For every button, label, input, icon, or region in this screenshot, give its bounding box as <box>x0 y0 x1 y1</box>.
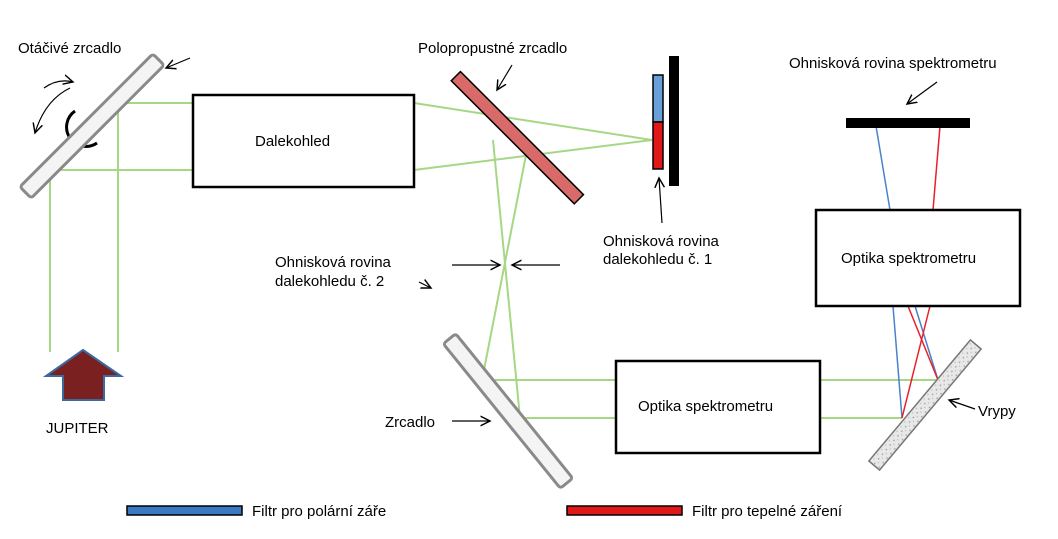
spectrometer-optics-lower-box <box>614 359 822 455</box>
label-focal-plane-1-line2: dalekohledu č. 1 <box>603 251 712 268</box>
semi-mirror-pointer-icon <box>497 64 513 90</box>
legend-swatch-red <box>566 505 683 516</box>
ray-blue-3 <box>914 305 939 381</box>
ray-blue-2 <box>892 305 903 419</box>
spectrometer-focal-plane-pointer-icon <box>907 81 938 104</box>
legend-label-red: Filtr pro tepelné záření <box>692 503 843 520</box>
focal-plane-1-pointer-icon <box>659 178 662 224</box>
label-grating: Vrypy <box>978 403 1016 420</box>
label-focal-plane-2-line2: dalekohledu č. 2 <box>275 273 384 290</box>
ray-blue-1 <box>875 125 891 211</box>
label-semi-transparent-mirror: Polopropustné zrcadlo <box>418 40 567 57</box>
label-focal-plane-2-line1: Ohnisková rovina <box>275 254 392 271</box>
lower-mirror <box>442 333 574 489</box>
rotating-mirror-pointer-icon <box>166 57 191 68</box>
label-mirror: Zrcadlo <box>385 414 435 431</box>
spectrometer-focal-plane-bar <box>846 118 970 128</box>
spectral-rays <box>875 125 941 419</box>
label-jupiter: JUPITER <box>46 420 109 437</box>
semi-transparent-mirror <box>450 70 585 205</box>
telescope-box <box>191 93 416 189</box>
legend-swatch-blue <box>126 505 243 516</box>
ray-red-3 <box>907 305 939 381</box>
filter-blue <box>652 74 664 123</box>
rotation-arrow-icon <box>35 87 71 133</box>
filter-red <box>652 121 664 170</box>
beam-reflect-b <box>481 149 528 381</box>
rotation-arrow-2-icon <box>43 81 73 89</box>
legend-label-blue: Filtr pro polární záře <box>252 503 386 520</box>
ray-red-1 <box>932 125 941 211</box>
label-spectrometer-optics-lower: Optika spektrometru <box>638 398 773 415</box>
spectrometer-optics-upper-box <box>814 208 1022 308</box>
label-focal-plane-1-line1: Ohnisková rovina <box>603 233 720 250</box>
grating <box>867 338 983 472</box>
label-spectrometer-focal-plane: Ohnisková rovina spektrometru <box>789 55 997 72</box>
label-spectrometer-optics-upper: Optika spektrometru <box>841 250 976 267</box>
label-rotating-mirror: Otáčivé zrcadlo <box>18 40 121 57</box>
beam-telescope-top <box>413 102 653 141</box>
label-telescope: Dalekohled <box>255 133 330 150</box>
grating-pointer-icon <box>949 400 976 410</box>
focal-plane-2-pointer-icon <box>418 282 431 288</box>
jupiter-source-arrow-icon <box>42 348 125 401</box>
focal-plane-1-bar <box>669 56 679 186</box>
rotating-mirror-glass <box>19 53 165 199</box>
beam-reflect-a <box>492 139 521 419</box>
rotating-mirror <box>19 53 191 199</box>
ray-red-2 <box>901 305 931 419</box>
